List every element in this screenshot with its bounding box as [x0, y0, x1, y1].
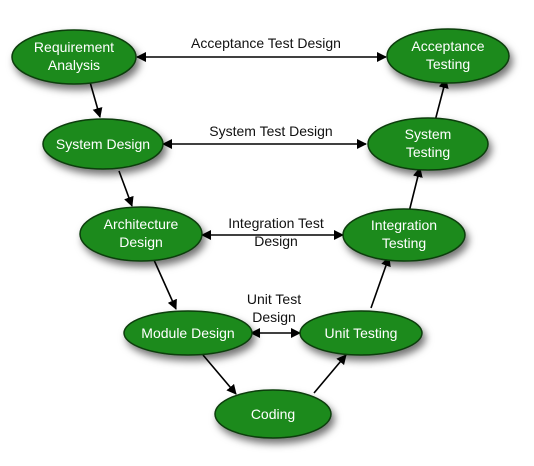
svg-text:Architecture: Architecture: [104, 216, 179, 232]
svg-text:System Test Design: System Test Design: [209, 123, 332, 139]
node-coding: Coding: [214, 389, 332, 439]
edge-label-integration-test-design: Integration Test Design: [228, 215, 324, 249]
node-system-design: System Design: [42, 118, 164, 170]
svg-text:Unit Testing: Unit Testing: [325, 325, 398, 341]
edge-label-acceptance-test-design: Acceptance Test Design: [191, 35, 341, 51]
svg-text:Requirement: Requirement: [34, 39, 114, 55]
svg-text:Acceptance: Acceptance: [411, 38, 484, 54]
flow-arrow-unit-testing-to-integration: [370, 256, 391, 309]
svg-text:Acceptance Test Design: Acceptance Test Design: [191, 35, 341, 51]
svg-text:System Design: System Design: [56, 136, 150, 152]
svg-text:System: System: [405, 126, 452, 142]
node-requirement-analysis: Requirement Analysis: [11, 29, 137, 85]
svg-text:Unit Test: Unit Test: [247, 291, 301, 307]
svg-text:Design: Design: [119, 234, 163, 250]
flow-arrow-coding-to-unit-testing: [313, 354, 347, 394]
svg-text:Design: Design: [252, 309, 296, 325]
svg-text:Integration Test: Integration Test: [228, 215, 324, 231]
node-system-testing: System Testing: [367, 117, 489, 171]
flow-arrow-integration-to-system-testing: [408, 167, 423, 213]
svg-text:Testing: Testing: [426, 56, 470, 72]
svg-text:Testing: Testing: [382, 235, 426, 251]
edge-label-system-test-design: System Test Design: [209, 123, 332, 139]
flow-arrow-module-design-to-coding: [202, 354, 237, 395]
svg-text:Module Design: Module Design: [141, 325, 234, 341]
node-acceptance-testing: Acceptance Testing: [386, 28, 510, 84]
flow-arrow-system-design-to-architecture: [118, 170, 134, 207]
flow-arrow-architecture-to-module-design: [153, 259, 177, 310]
node-unit-testing: Unit Testing: [299, 310, 423, 356]
edge-label-unit-test-design: Unit Test Design: [247, 291, 301, 325]
svg-text:Coding: Coding: [251, 406, 295, 422]
svg-text:Design: Design: [254, 233, 298, 249]
node-module-design: Module Design: [123, 310, 253, 356]
flow-arrow-system-testing-to-acceptance: [434, 78, 449, 122]
svg-text:Analysis: Analysis: [48, 57, 100, 73]
flow-arrow-requirement-to-system-design: [89, 81, 103, 118]
node-architecture-design: Architecture Design: [79, 206, 203, 262]
svg-text:Testing: Testing: [406, 144, 450, 160]
svg-text:Integration: Integration: [371, 217, 437, 233]
node-integration-testing: Integration Testing: [342, 208, 466, 262]
